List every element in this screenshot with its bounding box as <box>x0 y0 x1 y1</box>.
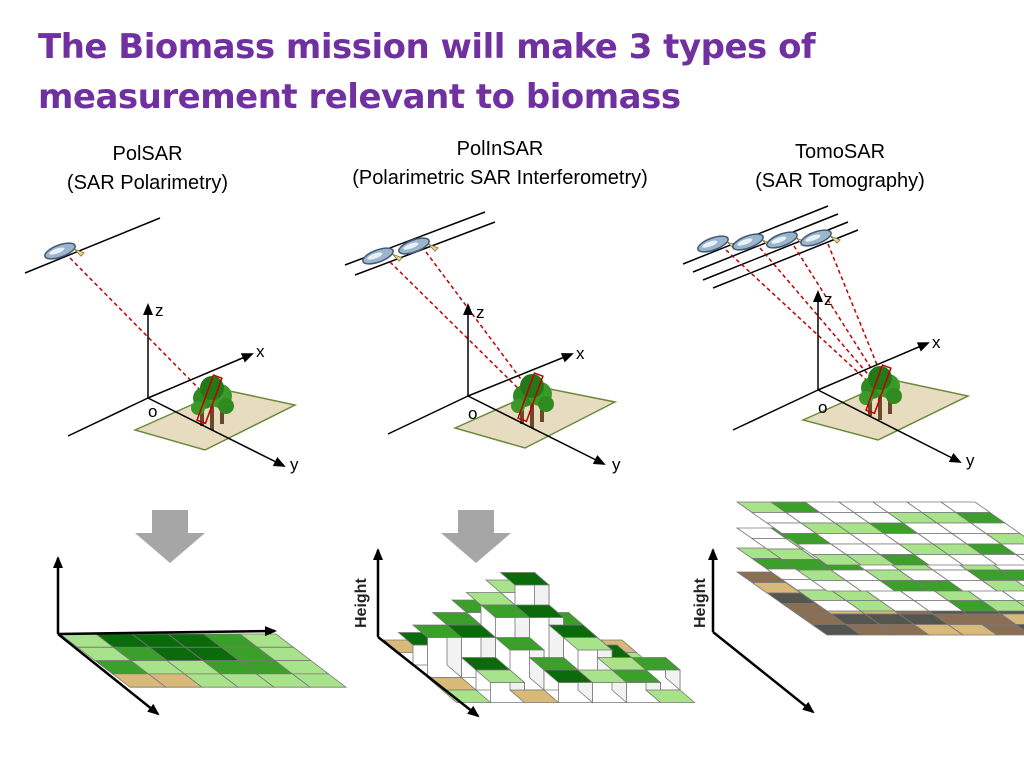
origin-label: o <box>468 404 477 423</box>
y-axis-back <box>67 397 149 437</box>
y-axis-back <box>387 395 469 435</box>
radar-beam <box>389 261 531 401</box>
resolution-cell <box>517 372 544 423</box>
block-top <box>644 689 696 703</box>
orbit-line <box>24 217 161 274</box>
title-line-1: The Biomass mission will make 3 types of <box>38 27 816 67</box>
block-top <box>562 637 614 651</box>
z-axis-label: z <box>155 301 164 320</box>
z-axis-label: z <box>476 303 485 322</box>
block-top <box>426 677 478 691</box>
block-top <box>494 637 546 651</box>
layer-cell <box>980 624 1024 636</box>
layer-cell <box>980 554 1024 566</box>
tomosar-subtitle: (SAR Tomography) <box>755 170 925 192</box>
polinsar-scene: z x y o <box>344 211 621 474</box>
map-y-axis <box>57 633 160 716</box>
layer-cell <box>1014 600 1024 607</box>
layer-cell <box>1014 580 1024 587</box>
block-top <box>610 669 662 683</box>
x-axis-label: x <box>256 342 265 361</box>
polinsar-label: PolInSAR (Polarimetric SAR Interferometr… <box>315 135 685 193</box>
block-top <box>630 657 682 671</box>
y-axis <box>817 389 962 463</box>
model-y-axis <box>377 636 480 718</box>
y-axis-label: y <box>966 451 975 470</box>
radar-beam <box>827 243 885 383</box>
tomosar-name: TomoSAR <box>794 141 886 163</box>
radar-beam <box>425 251 536 399</box>
radar-beam <box>69 257 213 403</box>
satellite-icon <box>798 224 842 256</box>
down-arrow-icon <box>441 510 511 563</box>
layer-cell <box>980 580 1024 592</box>
origin-label: o <box>148 402 157 421</box>
layer-cell <box>984 533 1024 545</box>
polsar-name: PolSAR <box>112 143 183 165</box>
map-cells <box>58 633 348 688</box>
tomosar-layered-model: Height <box>692 501 1024 714</box>
tomosar-label: TomoSAR (SAR Tomography) <box>720 138 960 196</box>
resolution-cell <box>865 364 892 415</box>
y-axis <box>467 395 606 465</box>
y-axis <box>147 397 286 467</box>
layer-cell <box>1014 624 1024 631</box>
block-top <box>513 604 565 618</box>
x-axis <box>147 353 254 399</box>
polsar-subtitle: (SAR Polarimetry) <box>66 172 229 194</box>
layer-y-axis <box>712 631 815 714</box>
map-x-axis <box>57 626 277 637</box>
polinsar-name: PolInSAR <box>456 138 544 160</box>
x-axis <box>817 342 930 391</box>
slide-title: The Biomass mission will make 3 types of… <box>38 22 998 122</box>
title-line-2: measurement relevant to biomass <box>38 77 681 117</box>
polinsar-height-model: Height <box>353 548 696 718</box>
resolution-cell <box>196 374 223 425</box>
y-axis-label: y <box>290 455 299 474</box>
radar-beam <box>793 245 882 385</box>
height-axis-label: Height <box>353 578 370 628</box>
down-arrow-icon <box>135 510 205 563</box>
y-axis-back <box>732 389 819 431</box>
block-top <box>499 572 551 586</box>
layer-cell <box>1014 554 1024 561</box>
tomosar-scene: z x y o <box>682 205 975 470</box>
layer-cell <box>980 600 1024 612</box>
radar-beam <box>759 247 879 387</box>
radar-beam <box>725 249 876 389</box>
tomographic-layers <box>735 501 1024 636</box>
polinsar-subtitle: (Polarimetric SAR Interferometry) <box>352 167 648 189</box>
x-axis <box>467 353 574 397</box>
x-axis-label: x <box>576 344 585 363</box>
height-axis-label: Height <box>692 578 709 628</box>
block-top <box>474 669 526 683</box>
z-axis-label: z <box>824 290 833 309</box>
map-cell <box>291 673 348 688</box>
height-blocks <box>382 571 696 704</box>
polsar-scene: z x y o <box>24 217 299 474</box>
polsar-label: PolSAR (SAR Polarimetry) <box>30 140 265 198</box>
orbit-line-2 <box>354 221 496 276</box>
origin-label: o <box>818 398 827 417</box>
polsar-biomass-map <box>53 556 348 716</box>
y-axis-label: y <box>612 455 621 474</box>
x-axis-label: x <box>932 333 941 352</box>
